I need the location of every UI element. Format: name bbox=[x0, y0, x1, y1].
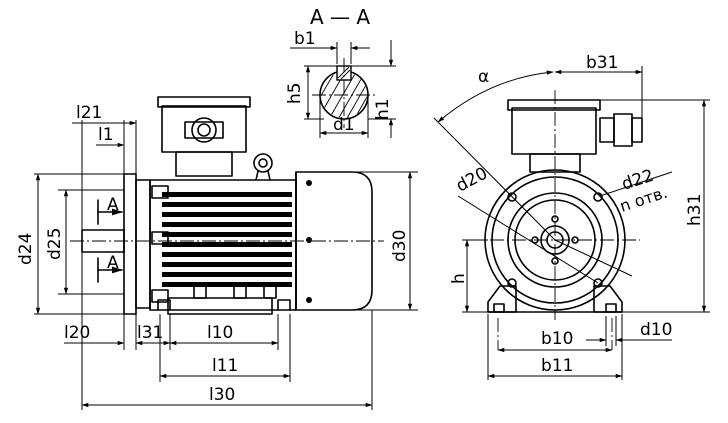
section-title: A — A bbox=[310, 5, 370, 29]
cooling-fins bbox=[162, 192, 292, 287]
label-l1: l1 bbox=[98, 125, 114, 145]
end-cable-gland bbox=[613, 113, 633, 147]
label-l20: l20 bbox=[64, 323, 90, 343]
label-b10: b10 bbox=[541, 329, 573, 349]
section-mark-top: A bbox=[107, 195, 119, 215]
label-d10: d10 bbox=[640, 320, 672, 340]
lifting-eye bbox=[253, 153, 273, 173]
label-l11: l11 bbox=[212, 356, 238, 376]
end-foot-right bbox=[593, 285, 623, 313]
terminal-box-lid bbox=[157, 96, 251, 108]
label-h: h bbox=[449, 273, 469, 284]
end-view: α b31 h31 d20 d22 n отв. h b10 d10 bbox=[433, 53, 710, 380]
end-foot-left bbox=[487, 285, 517, 313]
label-d25: d25 bbox=[45, 228, 65, 260]
label-h31: h31 bbox=[685, 194, 705, 226]
label-l30: l30 bbox=[209, 385, 235, 405]
label-b31: b31 bbox=[586, 53, 618, 73]
cable-gland bbox=[191, 117, 217, 143]
label-l21: l21 bbox=[76, 103, 102, 123]
label-h1: h1 bbox=[373, 98, 393, 120]
section-a-a: A — A b1 h5 bbox=[285, 5, 396, 138]
terminal-box bbox=[161, 105, 247, 153]
label-d24: d24 bbox=[16, 233, 36, 265]
label-d1: d1 bbox=[333, 115, 355, 135]
label-alpha: α bbox=[478, 67, 489, 87]
label-l10: l10 bbox=[207, 323, 233, 343]
label-l31: l31 bbox=[137, 323, 163, 343]
shaft-section-hatch bbox=[321, 72, 367, 118]
side-view: A A l21 l1 d24 d25 d30 bbox=[16, 96, 418, 410]
terminal-box-neck bbox=[175, 151, 233, 177]
foot-front bbox=[157, 299, 171, 311]
flange bbox=[123, 173, 137, 315]
label-d30: d30 bbox=[390, 230, 410, 262]
label-b11: b11 bbox=[541, 356, 573, 376]
label-h5: h5 bbox=[285, 82, 305, 104]
foot-rear bbox=[277, 299, 291, 311]
section-mark-bottom: A bbox=[107, 253, 119, 273]
label-b1: b1 bbox=[294, 29, 316, 49]
end-terminal-box bbox=[511, 107, 597, 155]
label-d20: d20 bbox=[453, 164, 491, 197]
